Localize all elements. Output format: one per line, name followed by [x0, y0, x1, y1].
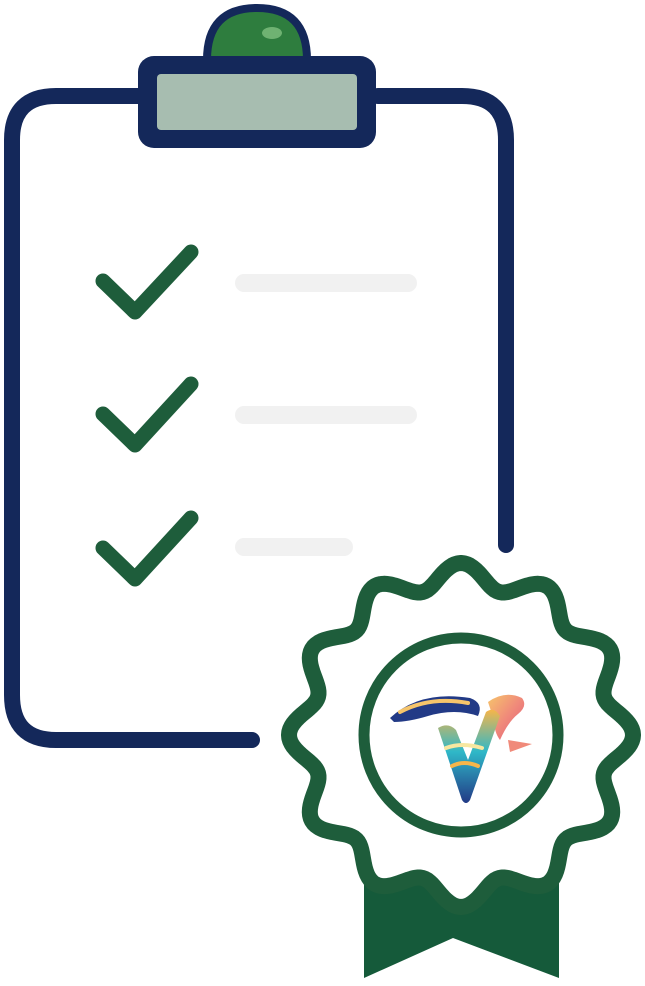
checklist-placeholder-line	[235, 406, 417, 424]
stylized-v-logo-icon	[390, 694, 532, 803]
badge-ribbon	[364, 862, 559, 978]
checklist	[95, 244, 417, 587]
v-logo-left-swoosh-accent	[398, 698, 470, 714]
checkmark-icon	[95, 510, 199, 587]
checkmark-icon	[95, 244, 199, 320]
clip-knob	[203, 4, 311, 64]
v-logo-body-stripe	[450, 761, 480, 768]
checklist-placeholder-line	[235, 274, 417, 292]
v-logo-body	[438, 709, 500, 803]
checklist-item	[95, 376, 417, 453]
checklist-item	[95, 510, 353, 587]
v-logo-right-tip	[508, 740, 532, 752]
checkmark-icon	[95, 376, 199, 453]
checklist-item	[95, 244, 417, 320]
checklist-placeholder-line	[235, 538, 353, 556]
clip-plate-inner	[157, 74, 357, 130]
badge-inner-ring	[358, 632, 564, 838]
award-badge	[281, 555, 641, 978]
v-logo-body-stripe	[444, 743, 484, 750]
clipboard-clip	[138, 4, 376, 148]
clipboard-outline	[4, 88, 514, 748]
v-logo-right-arm	[488, 694, 525, 740]
clip-knob-highlight	[262, 27, 282, 39]
